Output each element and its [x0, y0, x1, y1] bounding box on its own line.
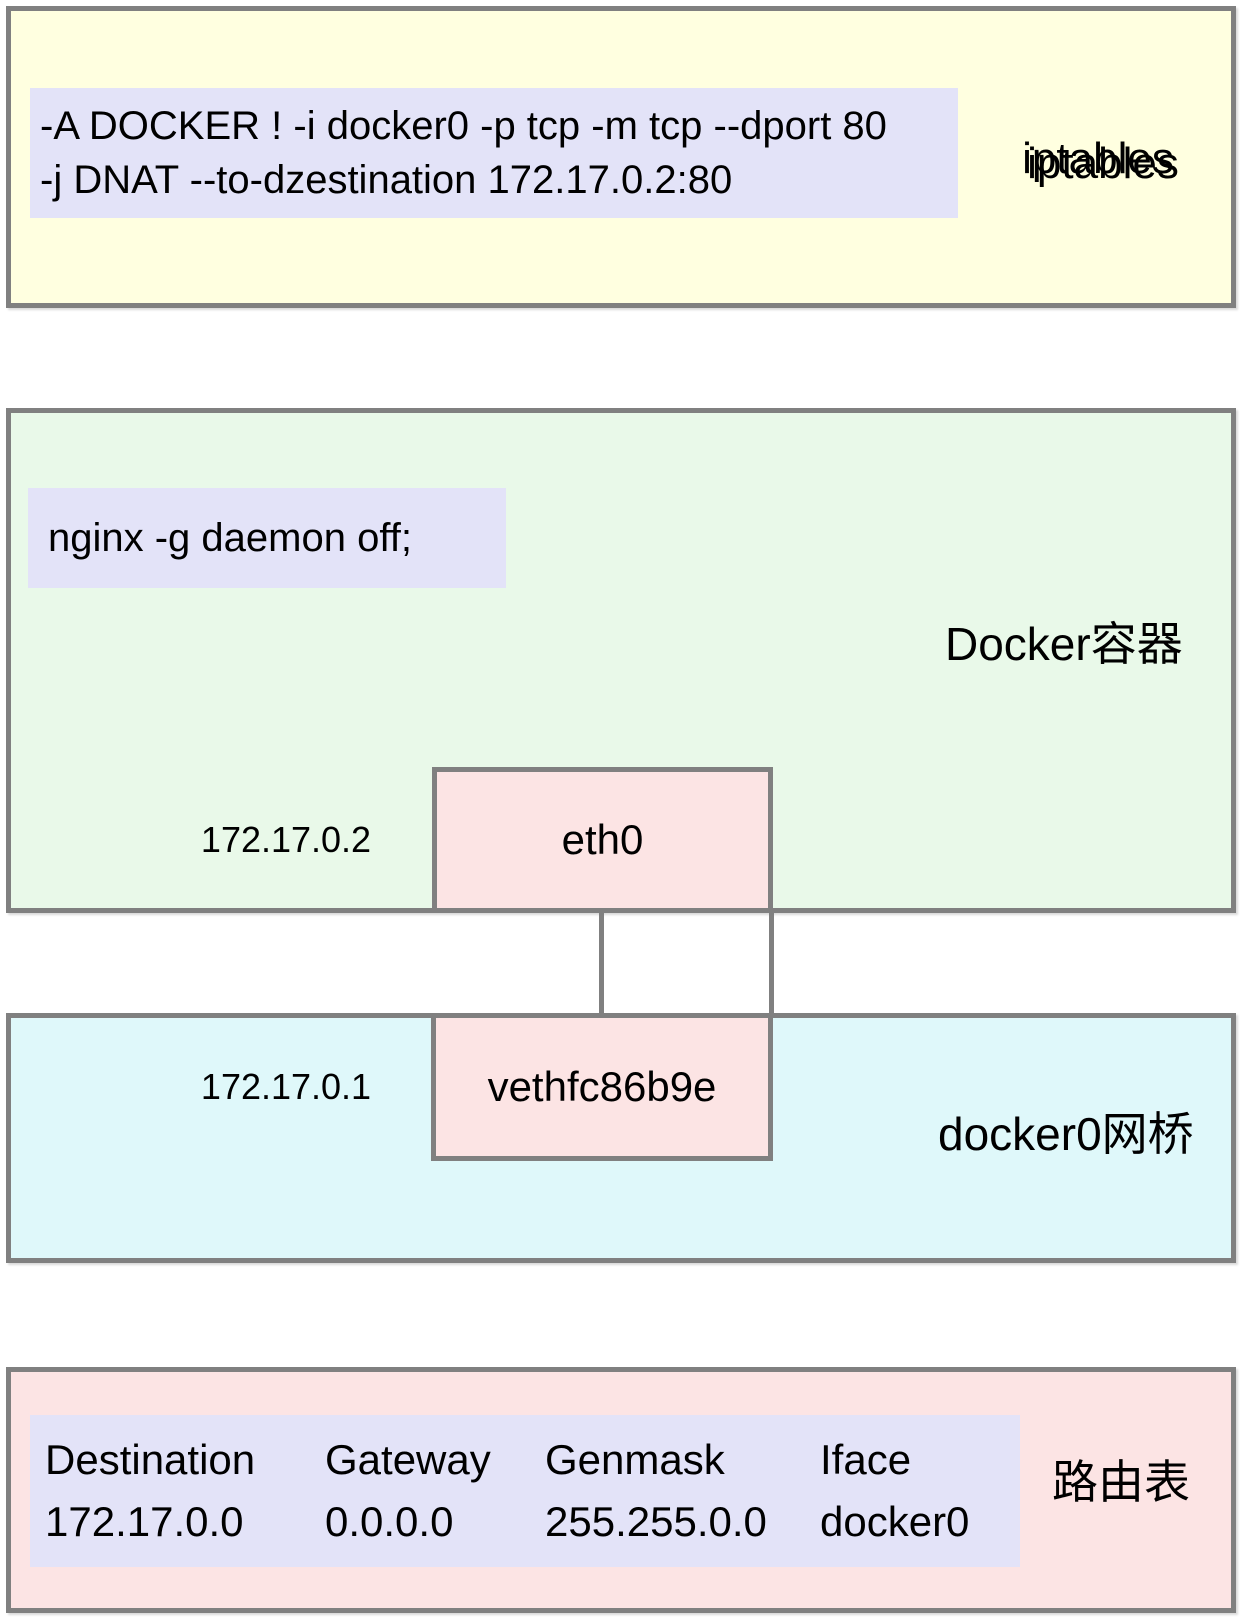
- nginx-command-box: nginx -g daemon off;: [28, 488, 506, 588]
- iptables-rule-box: -A DOCKER ! -i docker0 -p tcp -m tcp --d…: [30, 88, 958, 218]
- eth0-label: eth0: [561, 816, 644, 863]
- docker0-bridge-label: docker0网桥: [938, 1108, 1194, 1160]
- connector-line-right: [769, 910, 774, 1016]
- connector-line-center: [599, 910, 604, 1016]
- route-header-cell: Iface: [820, 1436, 912, 1483]
- route-table-label: 路由表: [1052, 1456, 1190, 1508]
- veth-ip-label: 172.17.0.1: [200, 1066, 372, 1107]
- route-value-cell: 0.0.0.0: [325, 1498, 454, 1545]
- route-header-cell: Destination: [45, 1436, 256, 1483]
- veth-label: vethfc86b9e: [487, 1063, 717, 1110]
- route-value-cell: 255.255.0.0: [545, 1498, 767, 1545]
- route-header-cell: Gateway: [325, 1436, 491, 1483]
- eth0-ip-label: 172.17.0.2: [200, 819, 372, 860]
- iptables-zone-label: iptables: [1022, 134, 1174, 183]
- iptables-rule-line2: -j DNAT --to-dzestination 172.17.0.2:80: [40, 158, 733, 202]
- route-header-cell: Genmask: [545, 1436, 725, 1483]
- iptables-rule-line1: -A DOCKER ! -i docker0 -p tcp -m tcp --d…: [40, 104, 887, 148]
- nginx-command-text: nginx -g daemon off;: [48, 516, 412, 560]
- veth-interface-box: vethfc86b9e: [431, 1013, 773, 1161]
- route-table-box: Destination Gateway Genmask Iface 172.17…: [30, 1415, 1020, 1567]
- route-value-cell: 172.17.0.0: [45, 1498, 244, 1545]
- iptables-label: iptables: [1027, 139, 1179, 188]
- eth0-interface-box: eth0: [432, 767, 773, 913]
- docker-container-label: Docker容器: [945, 618, 1183, 670]
- route-value-cell: docker0: [820, 1498, 970, 1545]
